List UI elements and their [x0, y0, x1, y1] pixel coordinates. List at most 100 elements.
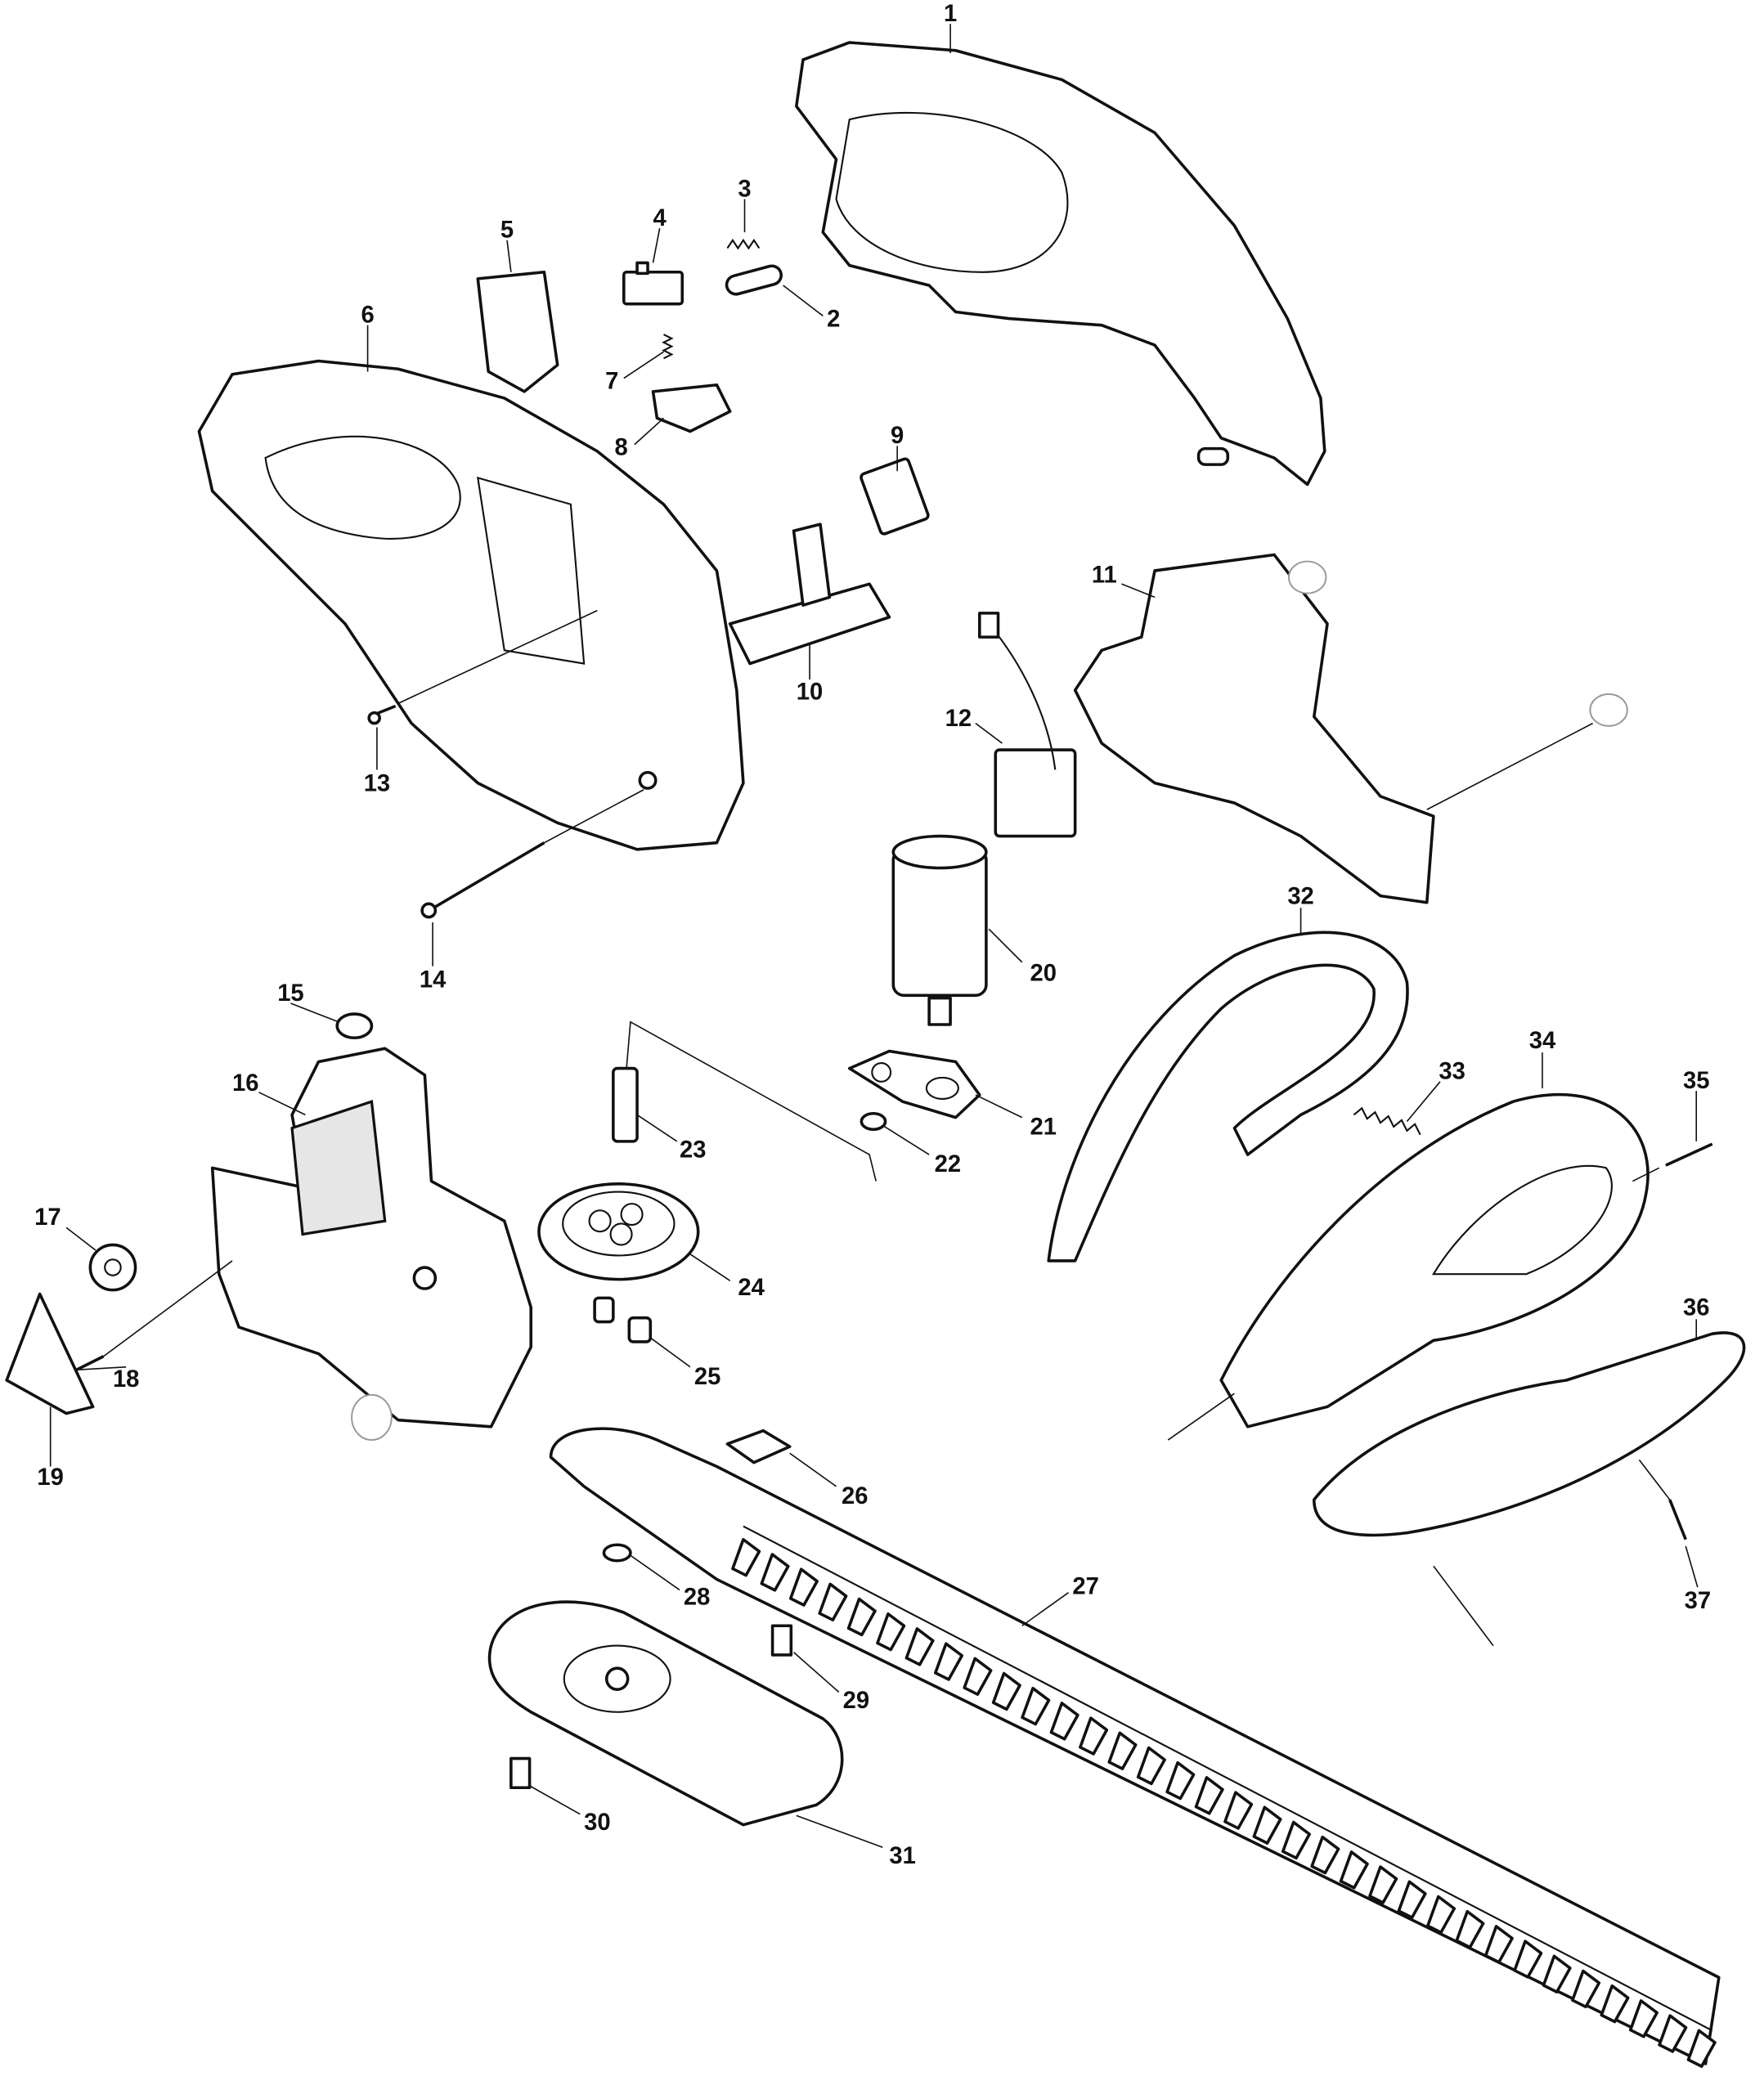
- blade-tooth: [1600, 1984, 1630, 2024]
- label-10: 10: [797, 679, 823, 705]
- part-14-long-screw: [420, 789, 644, 919]
- part-1-housing-half: [795, 41, 1326, 487]
- blade-tooth: [1483, 1925, 1514, 1964]
- part-7-spring: [662, 334, 674, 360]
- blade-tooth: [1310, 1835, 1340, 1875]
- leader-23-22: [626, 1020, 877, 1182]
- label-25: 25: [694, 1364, 720, 1390]
- label-6: 6: [361, 302, 374, 328]
- label-2: 2: [827, 306, 840, 332]
- label-19: 19: [37, 1464, 63, 1491]
- label-32: 32: [1287, 883, 1313, 909]
- part-35-screw: [1632, 1142, 1713, 1182]
- part-11-inner-frame: [1073, 553, 1628, 904]
- blade-tooth: [1165, 1760, 1196, 1801]
- part-5-switch-plate: [476, 270, 559, 393]
- blade-tooth: [1049, 1702, 1079, 1741]
- label-24: 24: [738, 1275, 765, 1301]
- part-12-controller: [978, 612, 1077, 838]
- part-27-blade: [549, 1427, 1721, 2068]
- part-31-gear-cover: [487, 1600, 844, 1827]
- part-26-guide: [725, 1428, 792, 1464]
- label-1: 1: [944, 1, 957, 27]
- blade-tooth: [1426, 1895, 1457, 1935]
- part-10-lever: [728, 522, 891, 666]
- label-14: 14: [420, 967, 447, 993]
- label-37: 37: [1685, 1588, 1711, 1614]
- label-21: 21: [1030, 1115, 1056, 1141]
- part-22-washer: [860, 1111, 887, 1132]
- part-25-bushing: [593, 1296, 653, 1343]
- blade-tooth: [1223, 1791, 1254, 1830]
- label-7: 7: [605, 369, 618, 395]
- label-33: 33: [1439, 1059, 1465, 1085]
- blade-tooth: [876, 1612, 906, 1652]
- leader-screw-2: [1433, 1565, 1494, 1647]
- part-24-gear: [537, 1182, 700, 1281]
- blade-tooth: [818, 1582, 848, 1621]
- blade-tooth: [1194, 1776, 1224, 1815]
- part-3-spring: [726, 238, 761, 250]
- label-34: 34: [1529, 1028, 1556, 1054]
- part-6-handle-housing: [197, 359, 745, 851]
- blade-teeth: [731, 1537, 1717, 2068]
- label-11: 11: [1092, 563, 1117, 589]
- part-13-screw: [367, 609, 598, 725]
- part-8-lock-button: [651, 383, 732, 433]
- blade-tooth: [1628, 1999, 1659, 2038]
- part-21-motor-bracket: [847, 1049, 981, 1119]
- label-30: 30: [584, 1810, 610, 1836]
- part-20-motor: [891, 834, 988, 1026]
- blade-tooth: [963, 1657, 993, 1696]
- part-9-switch: [860, 457, 930, 536]
- label-35: 35: [1683, 1068, 1709, 1094]
- part-36-guard: [1313, 1331, 1746, 1537]
- blade-tooth: [1107, 1731, 1138, 1770]
- part-32-front-handle: [1047, 931, 1409, 1263]
- part-28-washer: [602, 1543, 632, 1563]
- label-29: 29: [843, 1688, 869, 1714]
- blade-tooth: [1658, 2014, 1688, 2053]
- label-26: 26: [842, 1483, 868, 1509]
- blade-tooth: [1513, 1940, 1543, 1979]
- part-23-shaft: [612, 1066, 639, 1143]
- leader-screw: [1167, 1393, 1235, 1441]
- part-33-spring: [1353, 1106, 1421, 1136]
- blade-tooth: [934, 1642, 964, 1681]
- blade-tooth: [1686, 2029, 1717, 2068]
- label-8: 8: [614, 435, 627, 461]
- label-4: 4: [653, 205, 667, 231]
- leader-lines: [49, 24, 1699, 1849]
- part-29-bolt: [770, 1624, 793, 1657]
- label-20: 20: [1030, 960, 1056, 986]
- blade-tooth: [1281, 1820, 1311, 1860]
- label-17: 17: [34, 1204, 61, 1231]
- blade-tooth: [1339, 1850, 1369, 1890]
- label-28: 28: [684, 1584, 710, 1610]
- blade-tooth: [1571, 1969, 1601, 2009]
- blade-tooth: [904, 1627, 935, 1666]
- ghost-grommet: [351, 1393, 393, 1442]
- blade-tooth: [788, 1567, 819, 1607]
- part-34-handle-cover: [1219, 1092, 1650, 1428]
- blade-tooth: [1136, 1746, 1166, 1786]
- blade-tooth: [731, 1537, 761, 1577]
- part-19-cover-sheet: [5, 1292, 95, 1415]
- blade-tooth: [760, 1553, 790, 1592]
- label-36: 36: [1683, 1294, 1709, 1321]
- label-18: 18: [113, 1366, 139, 1393]
- blade-tooth: [846, 1597, 877, 1637]
- label-16: 16: [232, 1070, 258, 1097]
- label-15: 15: [277, 980, 303, 1007]
- blade-tooth: [1455, 1909, 1485, 1949]
- part-17-grommet: [88, 1243, 137, 1292]
- label-12: 12: [945, 706, 972, 732]
- label-9: 9: [891, 423, 904, 449]
- label-13: 13: [364, 770, 390, 796]
- blade-tooth: [1079, 1716, 1109, 1756]
- label-23: 23: [680, 1137, 706, 1163]
- label-27: 27: [1072, 1573, 1098, 1599]
- part-15-bushing: [335, 1012, 374, 1040]
